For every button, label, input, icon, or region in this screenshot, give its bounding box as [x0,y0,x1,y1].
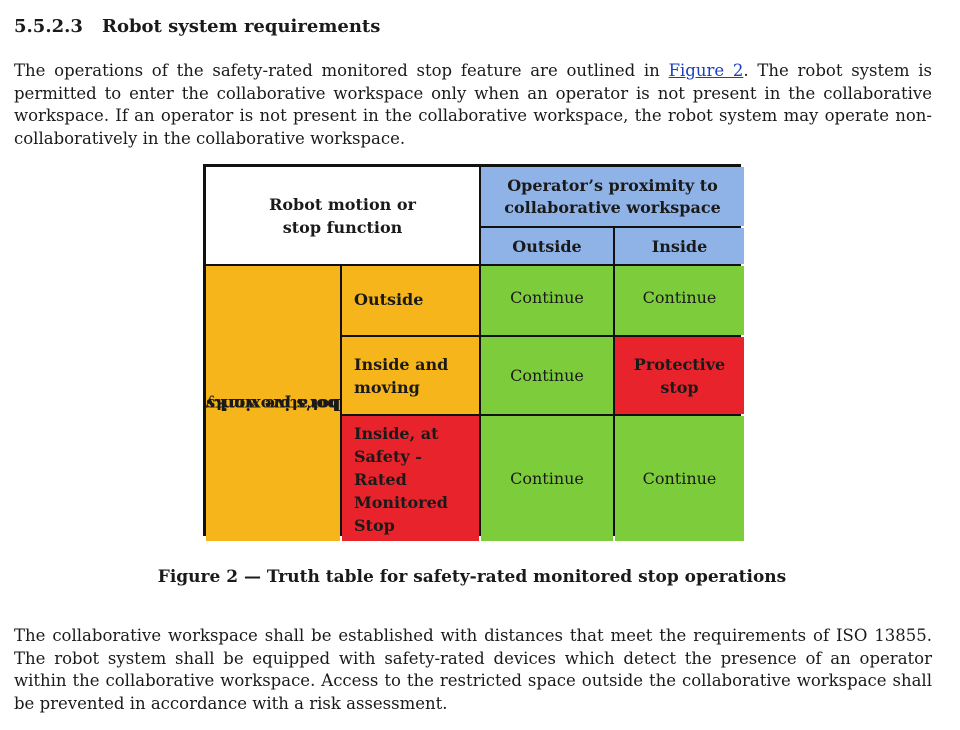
operator-outside-header: Outside [481,228,613,264]
row-label-safety-rated-stop: Inside, at Safety - Rated Monitored Stop [342,416,479,541]
operator-inside-header: Inside [615,228,744,264]
cell-robot-srms-operator-outside: Continue [481,416,613,541]
section-heading: 5.5.2.3 Robot system requirements [14,16,380,37]
operator-header-line2: collaborative workspace [504,197,721,217]
section-title: Robot system requirements [102,16,381,37]
protective-stop-line2: stop [660,377,699,397]
intro-paragraph: The operations of the safety-rated monit… [14,60,932,150]
protective-stop-line1: Protective [633,354,726,374]
row-label-srm-line5: Stop [354,516,395,535]
row-label-srm-line1: Inside, at [354,424,439,443]
figure-2-link[interactable]: Figure 2 [668,61,744,80]
row-label-srm-line3: Rated [354,470,407,489]
intro-text-before-link: The operations of the safety-rated monit… [14,61,669,80]
cell-robot-outside-operator-outside: Continue [481,266,613,335]
row-label-outside-text: Outside [354,290,424,309]
section-number: 5.5.2.3 [14,16,83,37]
row-label-inside-moving: Inside and moving [342,337,479,414]
corner-header-line1: Robot motion or [269,194,416,214]
cell-robot-srms-operator-inside: Continue [615,416,744,541]
cell-robot-outside-operator-inside: Continue [615,266,744,335]
closing-paragraph: The collaborative workspace shall be est… [14,626,932,713]
row-label-outside: Outside [342,266,479,335]
robot-header-line2: collaborative workspace [206,394,340,414]
intro-text-after-link: . The robot system is permitted to enter… [14,61,932,148]
row-label-inside-moving-line2: moving [354,377,420,397]
row-label-srm-line4: Monitored [354,493,448,512]
cell-robot-moving-operator-outside: Continue [481,337,613,414]
operator-proximity-header: Operator’s proximity to collaborative wo… [481,167,744,226]
truth-table: Robot motion or stop function Operator’s… [203,164,744,541]
robot-proximity-header: Robot’s proximity to collaborative works… [206,266,340,541]
row-label-srm-line2: Safety - [354,447,422,466]
cell-robot-moving-operator-inside: Protective stop [615,337,744,414]
corner-header: Robot motion or stop function [206,167,479,264]
row-label-inside-moving-line1: Inside and [354,354,449,374]
operator-header-line1: Operator’s proximity to [507,175,718,195]
corner-header-line2: stop function [282,217,403,237]
figure-caption: Figure 2 — Truth table for safety-rated … [157,567,787,587]
